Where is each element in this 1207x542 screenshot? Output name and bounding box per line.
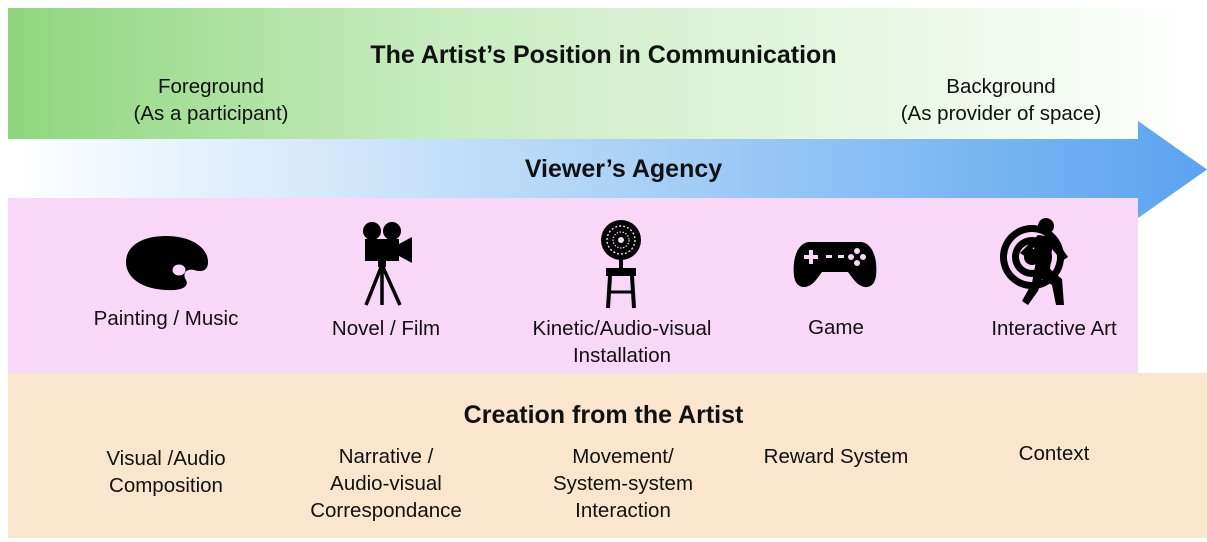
creation-item-reward: Reward System [726, 443, 946, 470]
creation-item-line: Correspondance [310, 499, 462, 522]
artist-position-band [8, 8, 1207, 139]
creation-item-line: Context [1018, 442, 1090, 465]
media-label-interactive-art: Interactive Art [991, 317, 1117, 340]
foreground-label-line1: Foreground [158, 75, 264, 98]
background-label: Background (As provider of space) [880, 73, 1122, 127]
media-band [8, 198, 1138, 373]
creation-item-context: Context [954, 440, 1154, 467]
creation-band [8, 373, 1207, 538]
creation-item-line: Narrative / [338, 445, 434, 468]
kinetic-sculpture-icon [596, 218, 646, 310]
creation-item-line: Movement/ [572, 445, 674, 468]
media-label-painting: Painting / Music [93, 307, 239, 330]
palette-icon [124, 234, 210, 292]
media-label-game: Game [808, 316, 864, 339]
media-label-film: Novel / Film [331, 317, 441, 340]
background-label-line1: Background [946, 75, 1056, 98]
viewer-agency-label: Viewer’s Agency [524, 155, 723, 183]
creation-title: Creation from the Artist [463, 401, 744, 429]
gamepad-icon [792, 238, 878, 290]
creation-item-line: Interaction [575, 499, 671, 522]
foreground-label-line2: (As a participant) [133, 102, 289, 125]
creation-item-composition: Visual /Audio Composition [66, 445, 266, 499]
creation-item-line: Reward System [763, 445, 909, 468]
creation-item-line: Visual /Audio [106, 447, 226, 470]
creation-item-line: System-system [552, 472, 694, 495]
foreground-label: Foreground (As a participant) [111, 73, 311, 127]
diagram-title: The Artist’s Position in Communication [370, 41, 837, 69]
creation-item-movement: Movement/ System-system Interaction [513, 443, 733, 524]
film-camera-icon [356, 221, 418, 307]
creation-item-narrative: Narrative / Audio-visual Correspondance [276, 443, 496, 524]
creation-item-line: Audio-visual [330, 472, 442, 495]
media-label-installation-line1: Kinetic/Audio-visual [532, 317, 712, 340]
viewer-agency-arrow [8, 121, 1207, 218]
creation-item-line: Composition [109, 474, 223, 497]
background-label-line2: (As provider of space) [900, 102, 1102, 125]
media-label-installation-line2: Installation [572, 344, 671, 367]
media-label-installation: Kinetic/Audio-visual Installation [502, 315, 742, 369]
interactive-person-icon [998, 217, 1084, 309]
